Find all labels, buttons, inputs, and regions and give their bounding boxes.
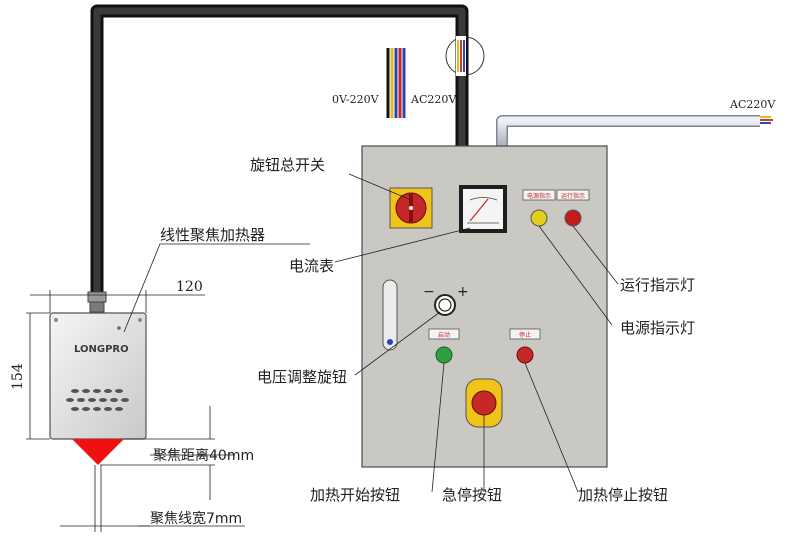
start-plate-text: 启动 (438, 331, 450, 339)
dimension-width (30, 290, 205, 313)
voltage-ac-label: AC220V (410, 93, 457, 106)
dimension-height (26, 312, 50, 440)
run-lamp-plate-text: 运行指示 (561, 192, 585, 200)
power-lamp-plate-text: 电源指示 (527, 192, 551, 200)
stop-button-label: 加热停止按钮 (578, 486, 668, 504)
main-switch-leader (348, 173, 412, 201)
power-lamp-plate (522, 189, 556, 201)
power-indicator-leader (538, 225, 613, 326)
stop-plate-text: 停止 (519, 331, 531, 339)
vent-slots (66, 389, 129, 411)
height-dimension: 154 (10, 363, 26, 390)
voltage-adjust-knob[interactable] (434, 294, 456, 316)
ammeter (459, 185, 507, 233)
wire-bundle (386, 48, 406, 118)
voltage-knob-label: 电压调整旋钮 (257, 368, 347, 386)
cable-section-marker (445, 36, 485, 76)
minus-mark: − (423, 284, 435, 300)
heater-brand-logo: LONGPRO (74, 344, 129, 355)
start-button-leader (431, 362, 445, 493)
main-supply-label: AC220V (729, 98, 776, 111)
dimension-focus-distance (100, 406, 235, 500)
run-indicator-label: 运行指示灯 (620, 276, 695, 294)
stop-heating-button[interactable] (516, 346, 534, 364)
width-dimension: 120 (176, 279, 203, 295)
ammeter-label: 电流表 (289, 257, 334, 275)
voltage-slider-dot (387, 339, 393, 345)
heater-callout-label: 线性聚焦加热器 (160, 226, 265, 244)
plus-mark: + (457, 284, 469, 300)
stop-plate (509, 328, 541, 340)
focus-width-label: 聚焦线宽7mm (150, 510, 242, 527)
heater-callout-leader (123, 243, 161, 333)
main-supply-cable (496, 115, 773, 146)
run-indicator-leader (572, 225, 619, 285)
linear-focus-heater (49, 312, 147, 440)
start-button-label: 加热开始按钮 (310, 486, 400, 504)
voltage-knob-leader (354, 311, 441, 376)
emergency-stop-label: 急停按钮 (442, 486, 502, 504)
ammeter-leader (334, 227, 471, 263)
run-indicator-lamp (564, 209, 582, 227)
voltage-slider-slot (382, 279, 398, 351)
main-rotary-switch[interactable] (389, 187, 433, 229)
voltage-range-label: 0V-220V (332, 93, 380, 106)
focus-beam-cone (72, 439, 124, 465)
power-indicator-label: 电源指示灯 (620, 319, 695, 337)
focus-distance-label: 聚焦距离40mm (153, 447, 254, 464)
start-heating-button[interactable] (435, 346, 453, 364)
dimension-focus-width (60, 465, 245, 532)
main-switch-label: 旋钮总开关 (250, 156, 325, 174)
stop-button-leader (524, 362, 579, 493)
start-plate (428, 328, 460, 340)
power-indicator-lamp (530, 209, 548, 227)
heater-cable (90, 4, 469, 292)
run-lamp-plate (556, 189, 590, 201)
heater-gland (87, 291, 107, 313)
